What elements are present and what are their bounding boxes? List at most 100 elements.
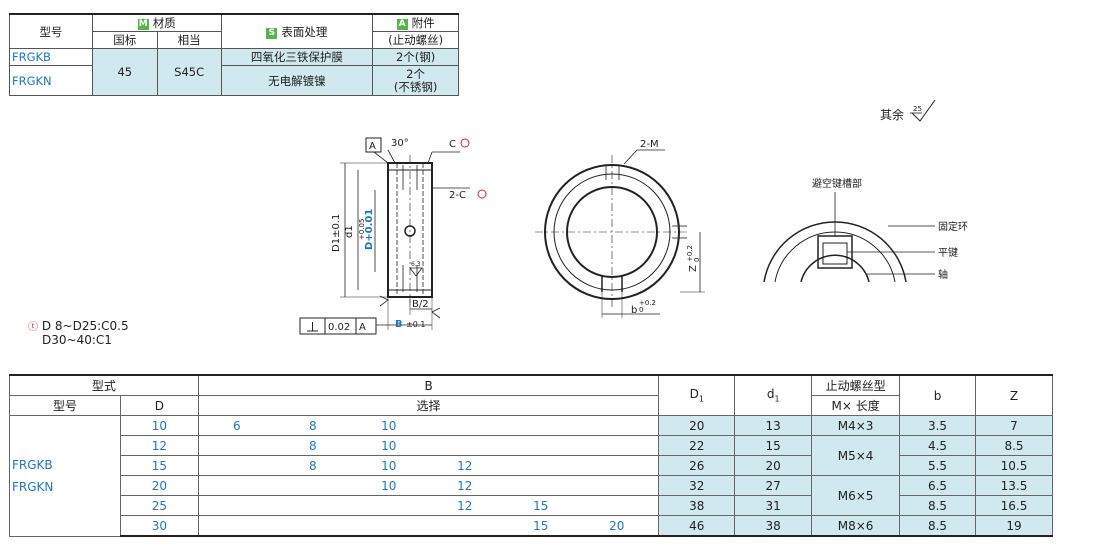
cell-d1: 31 (734, 495, 813, 516)
cell-b: 8.5 (899, 495, 976, 516)
B-option: 12 (457, 478, 473, 493)
header-select: 选择 (197, 395, 660, 416)
svg-text:B/2: B/2 (412, 299, 429, 310)
svg-text:0.02: 0.02 (328, 322, 350, 333)
header-equiv: 相当 (156, 31, 222, 49)
cell-D: 30 (119, 515, 199, 537)
B-option: 8 (308, 438, 317, 453)
badge-m: M (137, 19, 149, 30)
badge-s: S (266, 27, 278, 39)
svg-text:Z: Z (688, 265, 699, 272)
svg-text:0: 0 (693, 258, 701, 262)
cell-b: 6.5 (899, 475, 976, 496)
cell-D1: 32 (658, 475, 736, 496)
equiv-value: S45C (156, 48, 222, 96)
svg-text:25: 25 (913, 105, 922, 113)
side-view: A 30° C 2-C D1±0.1 d1 D+0.01 +0.05 6.3 B… (299, 137, 487, 335)
surface-roughness-note: 其余 25 (880, 100, 936, 122)
spec-table: 型式 B D1 d1 止动螺丝型 b Z 型号 D 选择 M× 长度 FRGKB… (9, 374, 1053, 537)
header-model-col: 型号 (9, 395, 121, 416)
cell-d1: 27 (734, 475, 813, 496)
cell-D: 15 (119, 455, 199, 476)
svg-text:+0.2: +0.2 (639, 299, 656, 307)
B-option: 20 (609, 518, 625, 533)
svg-text:避空键槽部: 避空键槽部 (812, 177, 862, 190)
header-type: 型式 (9, 374, 199, 396)
cell-D1: 46 (658, 515, 736, 537)
accessory-frgkn: 2个(不锈钢) (372, 65, 459, 96)
B-option: 8 (308, 418, 317, 433)
cell-d1: 13 (734, 415, 813, 436)
badge-a: A (396, 19, 408, 30)
cell-D1: 20 (658, 415, 736, 436)
cell-d1: 38 (734, 515, 813, 537)
accessory-frgkb: 2个(钢) (372, 48, 459, 66)
header-D: D (119, 395, 199, 416)
cell-D: 12 (119, 435, 199, 456)
svg-text:D1±0.1: D1±0.1 (331, 214, 342, 252)
svg-text:2-M: 2-M (640, 139, 659, 150)
cell-D: 20 (119, 475, 199, 496)
surface-frgkb: 四氧化三铁保护膜 (220, 48, 374, 66)
header-screw-sub: M× 长度 (811, 395, 901, 416)
surface-frgkn: 无电解镀镍 (220, 65, 374, 96)
header-screw: 止动螺丝型 (811, 374, 901, 396)
cell-b: 3.5 (899, 415, 976, 436)
svg-text:C: C (449, 139, 456, 150)
B-option: 12 (457, 458, 473, 473)
header-d1: d1 (734, 374, 813, 416)
svg-text:+0.2: +0.2 (686, 245, 694, 262)
cell-Z: 8.5 (975, 435, 1053, 456)
cell-B-options: 12 15 (197, 495, 660, 516)
svg-text:A: A (359, 322, 366, 333)
B-option: 15 (533, 498, 549, 513)
cell-Z: 7 (975, 415, 1053, 436)
svg-text:30°: 30° (391, 138, 409, 149)
cell-B-options: 8 10 12 (197, 455, 660, 476)
B-option: 10 (381, 458, 397, 473)
B-option: 10 (381, 438, 397, 453)
cell-screw: M5×4 (811, 435, 901, 476)
cell-screw: M6×5 (811, 475, 901, 516)
cell-b: 4.5 (899, 435, 976, 456)
cell-b: 5.5 (899, 455, 976, 476)
svg-text:B: B (395, 319, 403, 330)
svg-text:2-C: 2-C (449, 190, 466, 201)
header-accessory-sub: (止动螺丝) (372, 31, 459, 49)
svg-text:+0.05: +0.05 (358, 219, 366, 240)
svg-text:0: 0 (639, 306, 643, 314)
B-option: 10 (381, 418, 397, 433)
svg-text:D+0.01: D+0.01 (364, 209, 375, 250)
B-option: 12 (457, 498, 473, 513)
svg-text:±0.1: ±0.1 (406, 320, 425, 329)
cell-B-options: 8 10 (197, 435, 660, 456)
cell-D1: 26 (658, 455, 736, 476)
technical-drawing: 其余 25 A 30° C 2-C D1±0.1 (299, 100, 968, 335)
header-std: 国标 (91, 31, 158, 49)
cell-Z: 19 (975, 515, 1053, 537)
cell-screw: M4×3 (811, 415, 901, 436)
chamfer-note-icon: ⓣ (28, 322, 38, 333)
svg-text:6.3: 6.3 (411, 261, 421, 268)
B-option: 15 (533, 518, 549, 533)
svg-text:固定环: 固定环 (938, 220, 968, 233)
cell-d1: 15 (734, 435, 813, 456)
B-option: 8 (308, 458, 317, 473)
svg-text:A: A (369, 141, 376, 152)
cell-b: 8.5 (899, 515, 976, 537)
usage-illustration: 避空键槽部 固定环 平键 轴 (763, 177, 968, 283)
B-option: 6 (232, 418, 241, 433)
header-model: 型号 (9, 13, 93, 49)
svg-text:b: b (631, 305, 637, 316)
